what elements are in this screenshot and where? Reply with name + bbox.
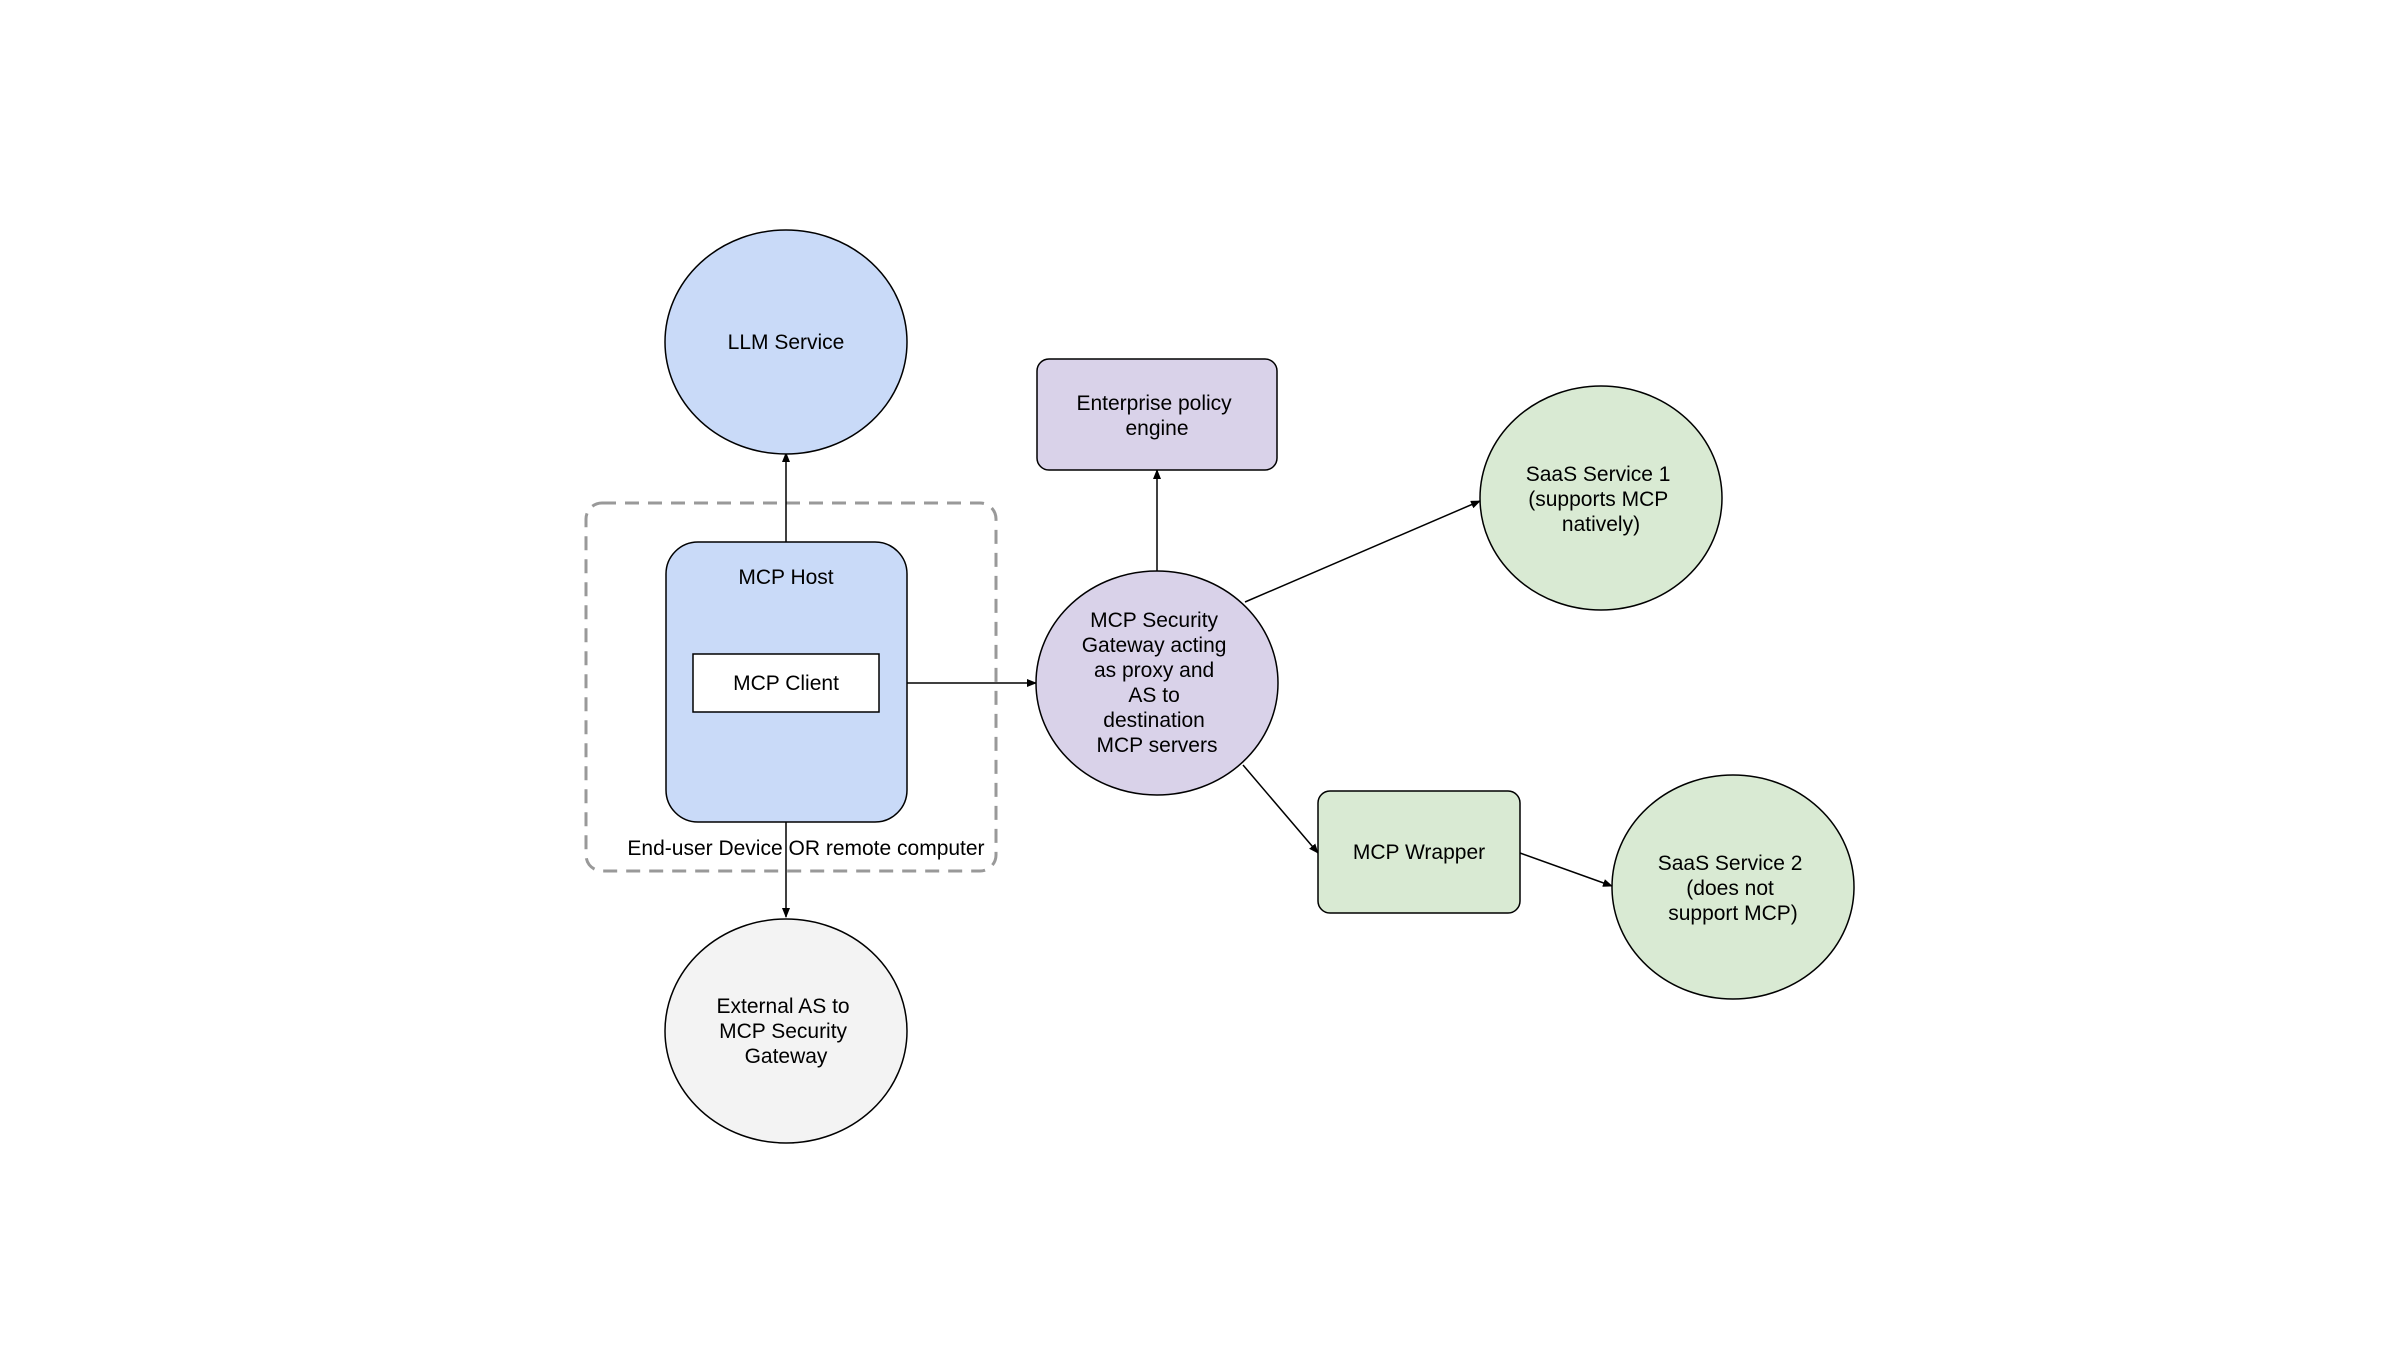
mcp-client-node: MCP Client bbox=[692, 653, 880, 713]
device-boundary-label: End-user Device OR remote computer bbox=[627, 837, 984, 860]
policy-engine-line-2: engine bbox=[1125, 417, 1188, 440]
saas-service-2-line-1: SaaS Service 2 bbox=[1658, 852, 1803, 875]
external-as-label: External AS to MCP Security Gateway bbox=[717, 995, 856, 1068]
mcp-wrapper-shape bbox=[1317, 790, 1521, 914]
saas-service-1-node: SaaS Service 1 (supports MCP natively) bbox=[1479, 385, 1723, 611]
policy-engine-line-1: Enterprise policy bbox=[1076, 392, 1232, 415]
policy-engine-node: Enterprise policy engine bbox=[1036, 358, 1278, 471]
external-as-line-2: MCP Security bbox=[719, 1020, 847, 1043]
llm-service-label: LLM Service bbox=[728, 331, 845, 354]
mcp-wrapper-label: MCP Wrapper bbox=[1353, 841, 1485, 864]
mcp-client-label: MCP Client bbox=[733, 672, 839, 695]
gateway-line-6: MCP servers bbox=[1097, 734, 1218, 757]
external-as-shape bbox=[664, 918, 908, 1144]
gateway-shape bbox=[1035, 570, 1279, 796]
saas-service-2-line-2: (does not bbox=[1686, 877, 1774, 900]
saas-service-1-line-1: SaaS Service 1 bbox=[1526, 463, 1671, 486]
saas-service-2-node: SaaS Service 2 (does not support MCP) bbox=[1611, 774, 1855, 1000]
gateway-line-3: as proxy and bbox=[1094, 659, 1214, 682]
device-boundary: End-user Device OR remote computer bbox=[584, 501, 998, 873]
arrow-gateway-to-saas1 bbox=[1244, 500, 1481, 603]
mcp-client-shape bbox=[692, 653, 880, 713]
external-as-line-3: Gateway bbox=[745, 1045, 828, 1068]
saas-service-1-label: SaaS Service 1 (supports MCP natively) bbox=[1526, 463, 1677, 536]
arrow-gateway-to-wrapper bbox=[1242, 764, 1319, 854]
gateway-line-2: Gateway acting bbox=[1082, 634, 1227, 657]
mcp-wrapper-node: MCP Wrapper bbox=[1317, 790, 1521, 914]
policy-engine-label: Enterprise policy engine bbox=[1076, 392, 1237, 440]
saas-service-2-line-3: support MCP) bbox=[1668, 902, 1798, 925]
mcp-host-label: MCP Host bbox=[738, 566, 833, 589]
saas-service-1-line-2: (supports MCP bbox=[1528, 488, 1668, 511]
gateway-label: MCP Security Gateway acting as proxy and… bbox=[1082, 609, 1233, 757]
saas-service-1-line-3: natively) bbox=[1562, 513, 1640, 536]
arrow-wrapper-to-saas2 bbox=[1519, 852, 1613, 887]
gateway-line-4: AS to bbox=[1128, 684, 1179, 707]
gateway-line-5: destination bbox=[1103, 709, 1205, 732]
saas-service-2-label: SaaS Service 2 (does not support MCP) bbox=[1658, 852, 1809, 925]
policy-engine-shape bbox=[1036, 358, 1278, 471]
saas-service-1-shape bbox=[1479, 385, 1723, 611]
llm-service-shape bbox=[664, 229, 908, 455]
external-as-node: External AS to MCP Security Gateway bbox=[664, 918, 908, 1144]
gateway-node: MCP Security Gateway acting as proxy and… bbox=[1035, 570, 1279, 796]
external-as-line-1: External AS to bbox=[717, 995, 850, 1018]
saas-service-2-shape bbox=[1611, 774, 1855, 1000]
gateway-line-1: MCP Security bbox=[1090, 609, 1218, 632]
device-boundary-frame bbox=[584, 501, 998, 873]
llm-service-node: LLM Service bbox=[664, 229, 908, 455]
connectors bbox=[782, 452, 1613, 918]
